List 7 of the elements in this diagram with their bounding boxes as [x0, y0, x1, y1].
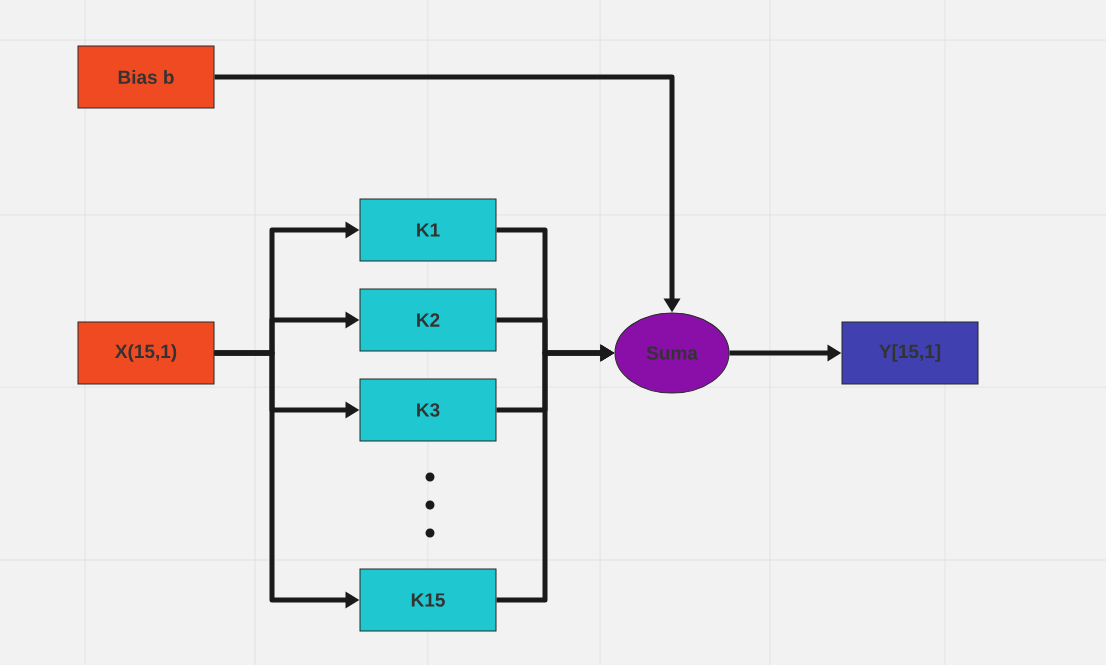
process-box: Y[15,1] [841, 321, 979, 385]
process-box: K3 [359, 378, 497, 442]
process-box: K2 [359, 288, 497, 352]
process-box: K1 [359, 198, 497, 262]
process-box: X(15,1) [77, 321, 215, 385]
process-box: Bias b [77, 45, 215, 109]
process-box: K15 [359, 568, 497, 632]
